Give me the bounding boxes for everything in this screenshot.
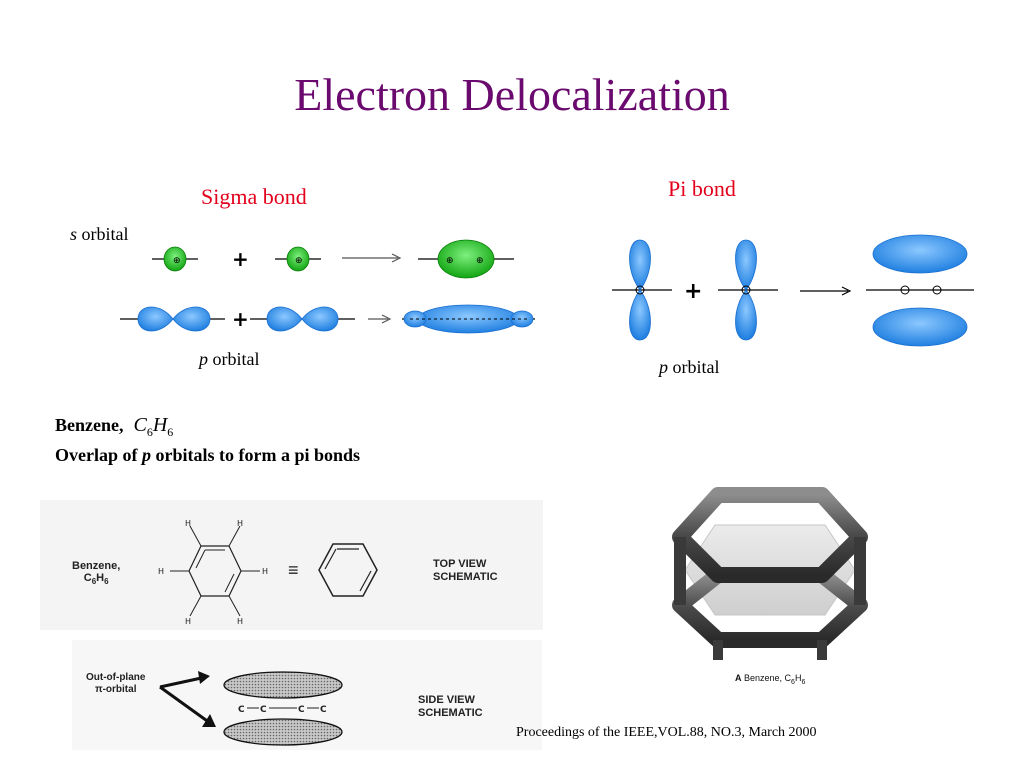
top-view-schematic-line2: SCHEMATIC — [433, 571, 498, 583]
svg-text:H: H — [237, 519, 243, 528]
benzene-3d-model — [672, 487, 868, 660]
benzene-formula-line: Benzene, C6H6 — [55, 414, 173, 440]
sigma-p-orbital-label-text: orbital — [208, 349, 260, 369]
sigma-bond-heading: Sigma bond — [201, 184, 307, 209]
svg-text:H: H — [262, 567, 268, 576]
equivalence-symbol: ≡ — [288, 560, 299, 580]
overlap-text-before: Overlap of — [55, 445, 142, 465]
pi-p-orbital-label-text: orbital — [668, 357, 720, 377]
benzene-label: Benzene, — [55, 415, 124, 435]
s-orbital-label-text: orbital — [77, 224, 129, 244]
s-orbital-label-italic: s — [70, 224, 78, 244]
citation: Proceedings of the IEEE,VOL.88, NO.3, Ma… — [516, 725, 817, 740]
model-caption-text: Benzene, C — [744, 673, 792, 683]
svg-text:⊕: ⊕ — [173, 256, 181, 266]
pi-bond-heading: Pi bond — [668, 176, 736, 201]
svg-text:H: H — [237, 617, 243, 626]
svg-text:C: C — [260, 705, 267, 715]
formula-h-subscript: 6 — [167, 425, 174, 439]
svg-text:H: H — [185, 519, 191, 528]
top-view-schematic-line1: TOP VIEW — [433, 558, 487, 570]
formula-h: H — [152, 414, 168, 436]
model-caption-sub2: 6 — [801, 678, 806, 686]
overlap-text-italic: p — [142, 445, 151, 465]
side-view-schematic-label: SIDE VIEW SCHEMATIC — [418, 694, 483, 720]
svg-text:H: H — [158, 567, 164, 576]
side-view-schematic-line1: SIDE VIEW — [418, 694, 475, 706]
svg-text:+: + — [684, 279, 702, 304]
top-view-c: C — [83, 572, 92, 584]
out-of-plane-label: Out-of-plane π-orbital — [86, 672, 145, 696]
formula-c-subscript: 6 — [146, 425, 153, 439]
sigma-p-orbital-label: p orbital — [199, 349, 260, 370]
model-caption-sub1: 6 — [791, 678, 795, 686]
top-view-panel — [40, 500, 543, 630]
svg-text:C: C — [238, 705, 245, 715]
top-view-h-sub: 6 — [104, 577, 109, 587]
svg-text:⊕: ⊕ — [476, 256, 484, 266]
benzene-formula: C6H6 — [133, 414, 174, 439]
pi-bond-diagram: + — [612, 234, 974, 347]
top-view-benzene-label: Benzene, C6H6 — [72, 560, 120, 588]
svg-text:+: + — [232, 247, 249, 271]
top-view-label-line2: C6H6 — [72, 572, 120, 588]
benzene-kekule-structure: H H H H H H — [158, 519, 268, 626]
out-of-plane-line1: Out-of-plane — [86, 672, 146, 683]
model-caption-h: H — [794, 673, 802, 683]
top-view-label-line1: Benzene, — [72, 560, 121, 572]
pi-p-orbital-label: p orbital — [659, 357, 720, 378]
slide-title: Electron Delocalization — [294, 69, 730, 120]
pi-p-orbital-label-italic: p — [659, 357, 668, 377]
svg-text:C: C — [320, 705, 327, 715]
top-view-schematic-label: TOP VIEW SCHEMATIC — [433, 558, 498, 584]
svg-text:H: H — [185, 617, 191, 626]
svg-text:⊕: ⊕ — [446, 256, 454, 266]
formula-c: C — [133, 414, 147, 436]
top-view-h: H — [96, 572, 105, 584]
svg-text:⊕: ⊕ — [295, 256, 303, 266]
benzene-ring-symbol — [318, 543, 378, 597]
s-orbital-label: s orbital — [70, 224, 129, 245]
model-caption: A Benzene, C6H6 — [735, 673, 805, 686]
pi-orbital-label: π-orbital — [94, 684, 137, 695]
sigma-bond-diagram: ⊕ + ⊕ ⊕ ⊕ + — [120, 239, 535, 334]
top-view-c-sub: 6 — [91, 577, 97, 587]
svg-text:C: C — [298, 705, 305, 715]
overlap-text-after: orbitals to form a pi bonds — [151, 445, 361, 465]
side-view-schematic-line2: SCHEMATIC — [418, 707, 483, 719]
sigma-p-orbital-label-italic: p — [199, 349, 208, 369]
model-caption-prefix: A — [735, 673, 742, 683]
svg-text:+: + — [232, 307, 249, 331]
overlap-text: Overlap of p orbitals to form a pi bonds — [55, 445, 360, 466]
